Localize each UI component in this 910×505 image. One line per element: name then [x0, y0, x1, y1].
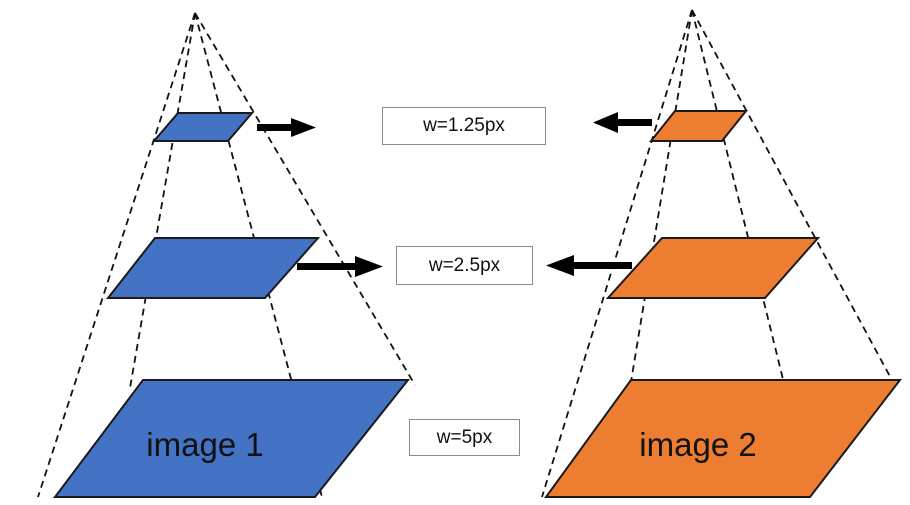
- pyramid-2-dash-outer-right: [691, 9, 894, 383]
- w-label-top: w=1.25px: [382, 107, 546, 145]
- pyramid-image-2: image 2: [541, 9, 903, 498]
- pyramid-1-dash-outer-right: [194, 12, 416, 386]
- pyramid-1-label: image 1: [146, 426, 263, 463]
- arrow-left-top: [593, 112, 652, 133]
- pyramid-2-middle-plane: [605, 237, 821, 299]
- pyramid-1-dash-outer-left: [37, 12, 196, 498]
- arrow-right-middle: [297, 256, 383, 277]
- pyramid-1-top-plane: [151, 112, 255, 142]
- pyramid-2-bottom-plane: [544, 379, 903, 498]
- pyramid-2-dashed-edges: [541, 9, 894, 498]
- pyramid-1-middle-plane: [105, 237, 321, 299]
- pyramid-1-dash-inner-left: [129, 12, 196, 389]
- pyramid-1-bottom-plane: [52, 379, 411, 498]
- arrow-left-middle: [546, 255, 632, 276]
- w-label-bottom: w=5px: [409, 419, 520, 456]
- pyramid-image-1: image 1: [37, 12, 416, 498]
- pyramid-2-label: image 2: [639, 426, 756, 463]
- arrow-right-top: [257, 118, 316, 137]
- w-label-middle: w=2.5px: [396, 246, 533, 285]
- pyramid-2-top-plane: [648, 110, 749, 142]
- pyramid-2-dash-inner-left: [629, 9, 693, 389]
- pyramid-1-dashed-edges: [37, 12, 416, 498]
- pyramid-2-dash-outer-left: [541, 9, 693, 498]
